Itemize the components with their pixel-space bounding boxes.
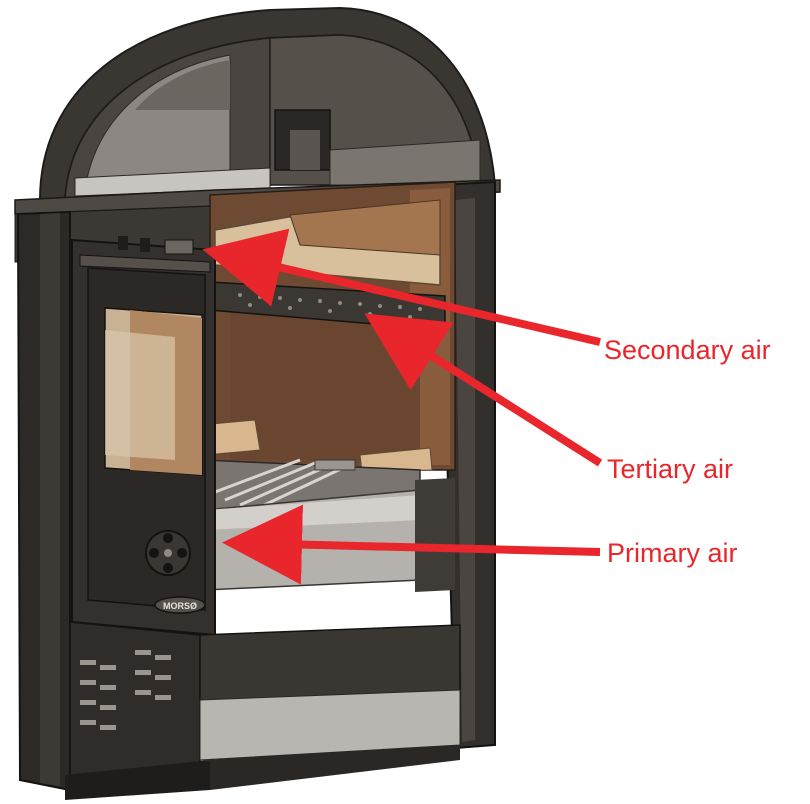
vent-slots [80,650,171,730]
left-side-panel [16,210,71,792]
callout-arrows [202,228,603,585]
primary-air-control [145,530,191,576]
top-hood [38,6,497,201]
tertiary-air-label: Tertiary air [607,454,734,484]
primary-air-arrow [222,504,601,585]
grate-bars [214,458,346,509]
primary-air-label: Primary air [607,538,738,568]
badge-text: MORSØ [163,601,197,611]
door [71,236,216,637]
secondary-air-label: Secondary air [604,335,771,365]
brand-badge: MORSØ [154,596,206,614]
tertiary-air-arrow [364,313,603,467]
secondary-air-arrow [202,228,601,346]
lower-panel [65,621,461,800]
